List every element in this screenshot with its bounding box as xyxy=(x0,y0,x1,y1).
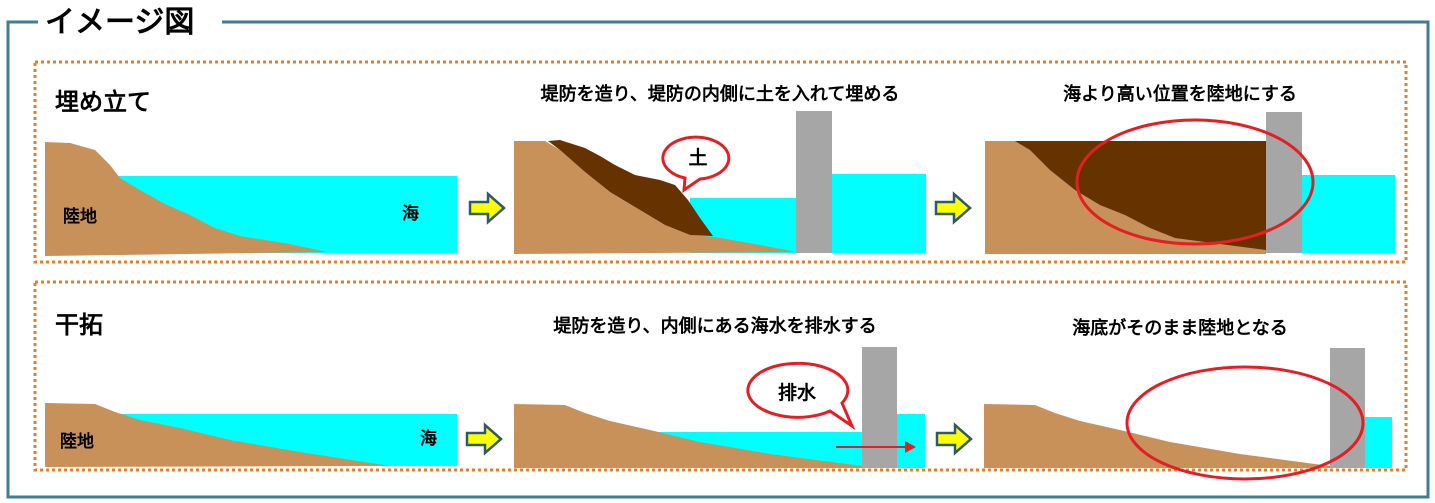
step-caption: 堤防を造り、堤防の内側に土を入れて埋める xyxy=(541,83,900,105)
scene-embankment-fill: 土 xyxy=(514,111,926,254)
scene-original: 陸地 海 xyxy=(45,403,457,467)
step-caption: 堤防を造り、内側にある海水を排水する xyxy=(553,315,876,337)
diagram-title: イメージ図 xyxy=(45,5,194,40)
land xyxy=(984,404,1330,468)
highlight-circle xyxy=(1075,118,1315,246)
panel-reclamation xyxy=(33,60,1408,264)
scene-drained xyxy=(984,348,1392,481)
panel-drainage xyxy=(33,280,1408,472)
embankment-wall xyxy=(862,347,897,468)
sea-label: 海 xyxy=(402,203,419,224)
speech-bubble xyxy=(661,135,731,194)
drain-arrow-icon xyxy=(905,441,916,453)
scene-reclaimed xyxy=(985,112,1395,254)
outer-sea xyxy=(1365,417,1392,468)
sea-label: 海 xyxy=(420,428,437,449)
land xyxy=(985,141,1266,254)
scene-original: 陸地 海 xyxy=(45,142,457,256)
land xyxy=(514,141,797,254)
land xyxy=(514,404,862,468)
land xyxy=(45,142,327,256)
next-arrow-icon xyxy=(468,192,506,224)
outer-frame xyxy=(6,20,1430,499)
scene-embankment-drain: 排水 xyxy=(514,347,925,468)
next-arrow-icon xyxy=(934,192,972,224)
step-caption: 海より高い位置を陸地にする xyxy=(1063,83,1297,105)
bubble-label: 排水 xyxy=(778,381,817,404)
soil-fill xyxy=(548,140,713,236)
panel-heading: 干拓 xyxy=(55,311,103,339)
step-caption: 海底がそのまま陸地となる xyxy=(1072,317,1287,339)
panel-heading: 埋め立て xyxy=(55,88,151,116)
land-label: 陸地 xyxy=(63,206,97,227)
embankment-wall xyxy=(796,111,832,253)
speech-bubble xyxy=(746,361,856,431)
title-backdrop xyxy=(41,5,199,40)
outer-sea xyxy=(832,174,926,253)
highlight-circle xyxy=(1125,365,1365,481)
next-arrow-icon xyxy=(935,423,973,455)
outer-sea xyxy=(1302,175,1395,253)
outer-sea xyxy=(897,414,925,468)
land-label: 陸地 xyxy=(60,431,94,452)
land xyxy=(45,403,390,467)
bubble-label: 土 xyxy=(688,147,707,169)
next-arrow-icon xyxy=(465,423,503,455)
